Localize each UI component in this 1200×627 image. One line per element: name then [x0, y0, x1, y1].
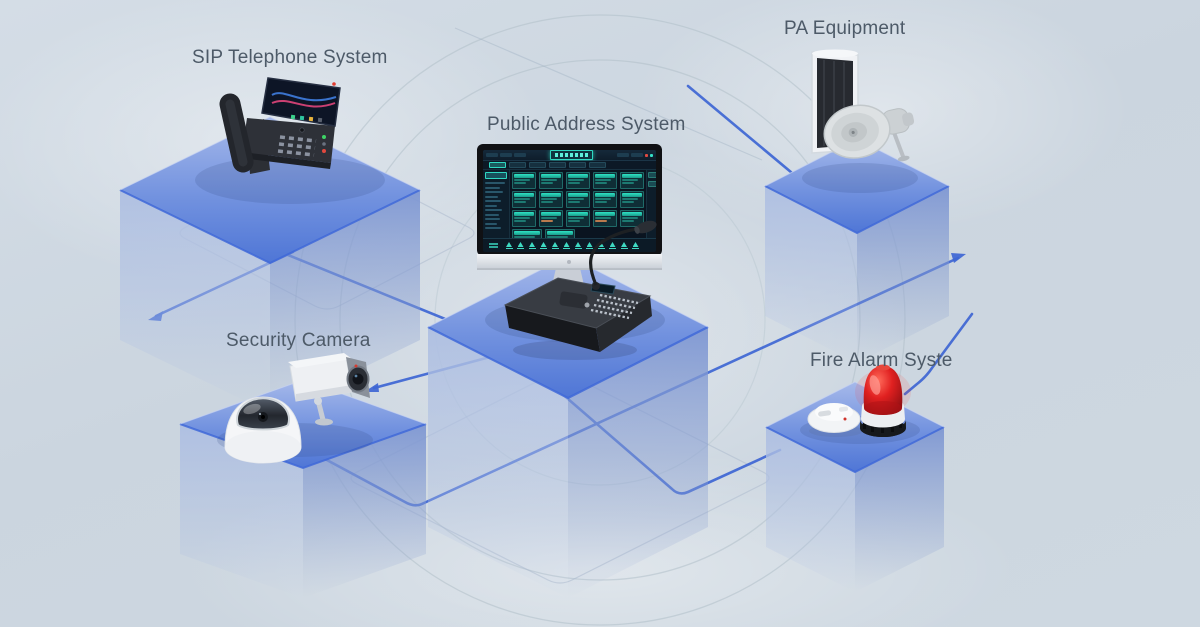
node-label-fire-alarm-system: Fire Alarm Syste: [810, 350, 953, 371]
speaker-zone-icon: [632, 242, 639, 249]
speaker-zone-icon: [528, 242, 536, 249]
screen-header: [483, 150, 656, 161]
speaker-zone-icon: [540, 242, 547, 249]
line-fire-corner: [903, 312, 974, 396]
platform-pa-equipment: [764, 138, 950, 363]
smoke-detector-icon: [807, 403, 863, 437]
speaker-zone-icon: [505, 242, 513, 249]
horn-speaker-icon: [823, 104, 915, 162]
paging-microphone-console-icon: [503, 220, 657, 360]
dome-camera-icon: [224, 396, 302, 464]
speaker-zone-icon: [574, 242, 582, 249]
speaker-zone-icon: [586, 242, 593, 249]
monitor-screen: [483, 150, 656, 252]
node-label-pa-equipment: PA Equipment: [784, 18, 906, 39]
platform-sip-telephone: [119, 116, 421, 413]
speaker-zone-icon: [517, 242, 524, 249]
screen-sidebar: [483, 170, 510, 238]
screen-status-bar: [483, 238, 656, 252]
node-label-public-address-system: Public Address System: [487, 114, 686, 135]
screen-title-block: [549, 150, 594, 160]
sip-video-phone-icon: [219, 77, 341, 174]
speaker-zone-icon: [620, 242, 628, 249]
platform-public-address: [427, 255, 709, 598]
line-top-to-pa: [686, 84, 812, 190]
speaker-zone-icon: [609, 242, 616, 249]
bullet-camera-icon: [288, 353, 370, 426]
node-label-sip-telephone-system: SIP Telephone System: [192, 47, 388, 68]
screen-tab-row: [483, 161, 656, 170]
alarm-beacon-icon: [855, 364, 911, 437]
node-label-security-camera: Security Camera: [226, 330, 371, 351]
screen-right-panel: [646, 170, 656, 238]
speaker-zone-icon: [551, 242, 559, 249]
speaker-zone-icon: [563, 242, 570, 249]
